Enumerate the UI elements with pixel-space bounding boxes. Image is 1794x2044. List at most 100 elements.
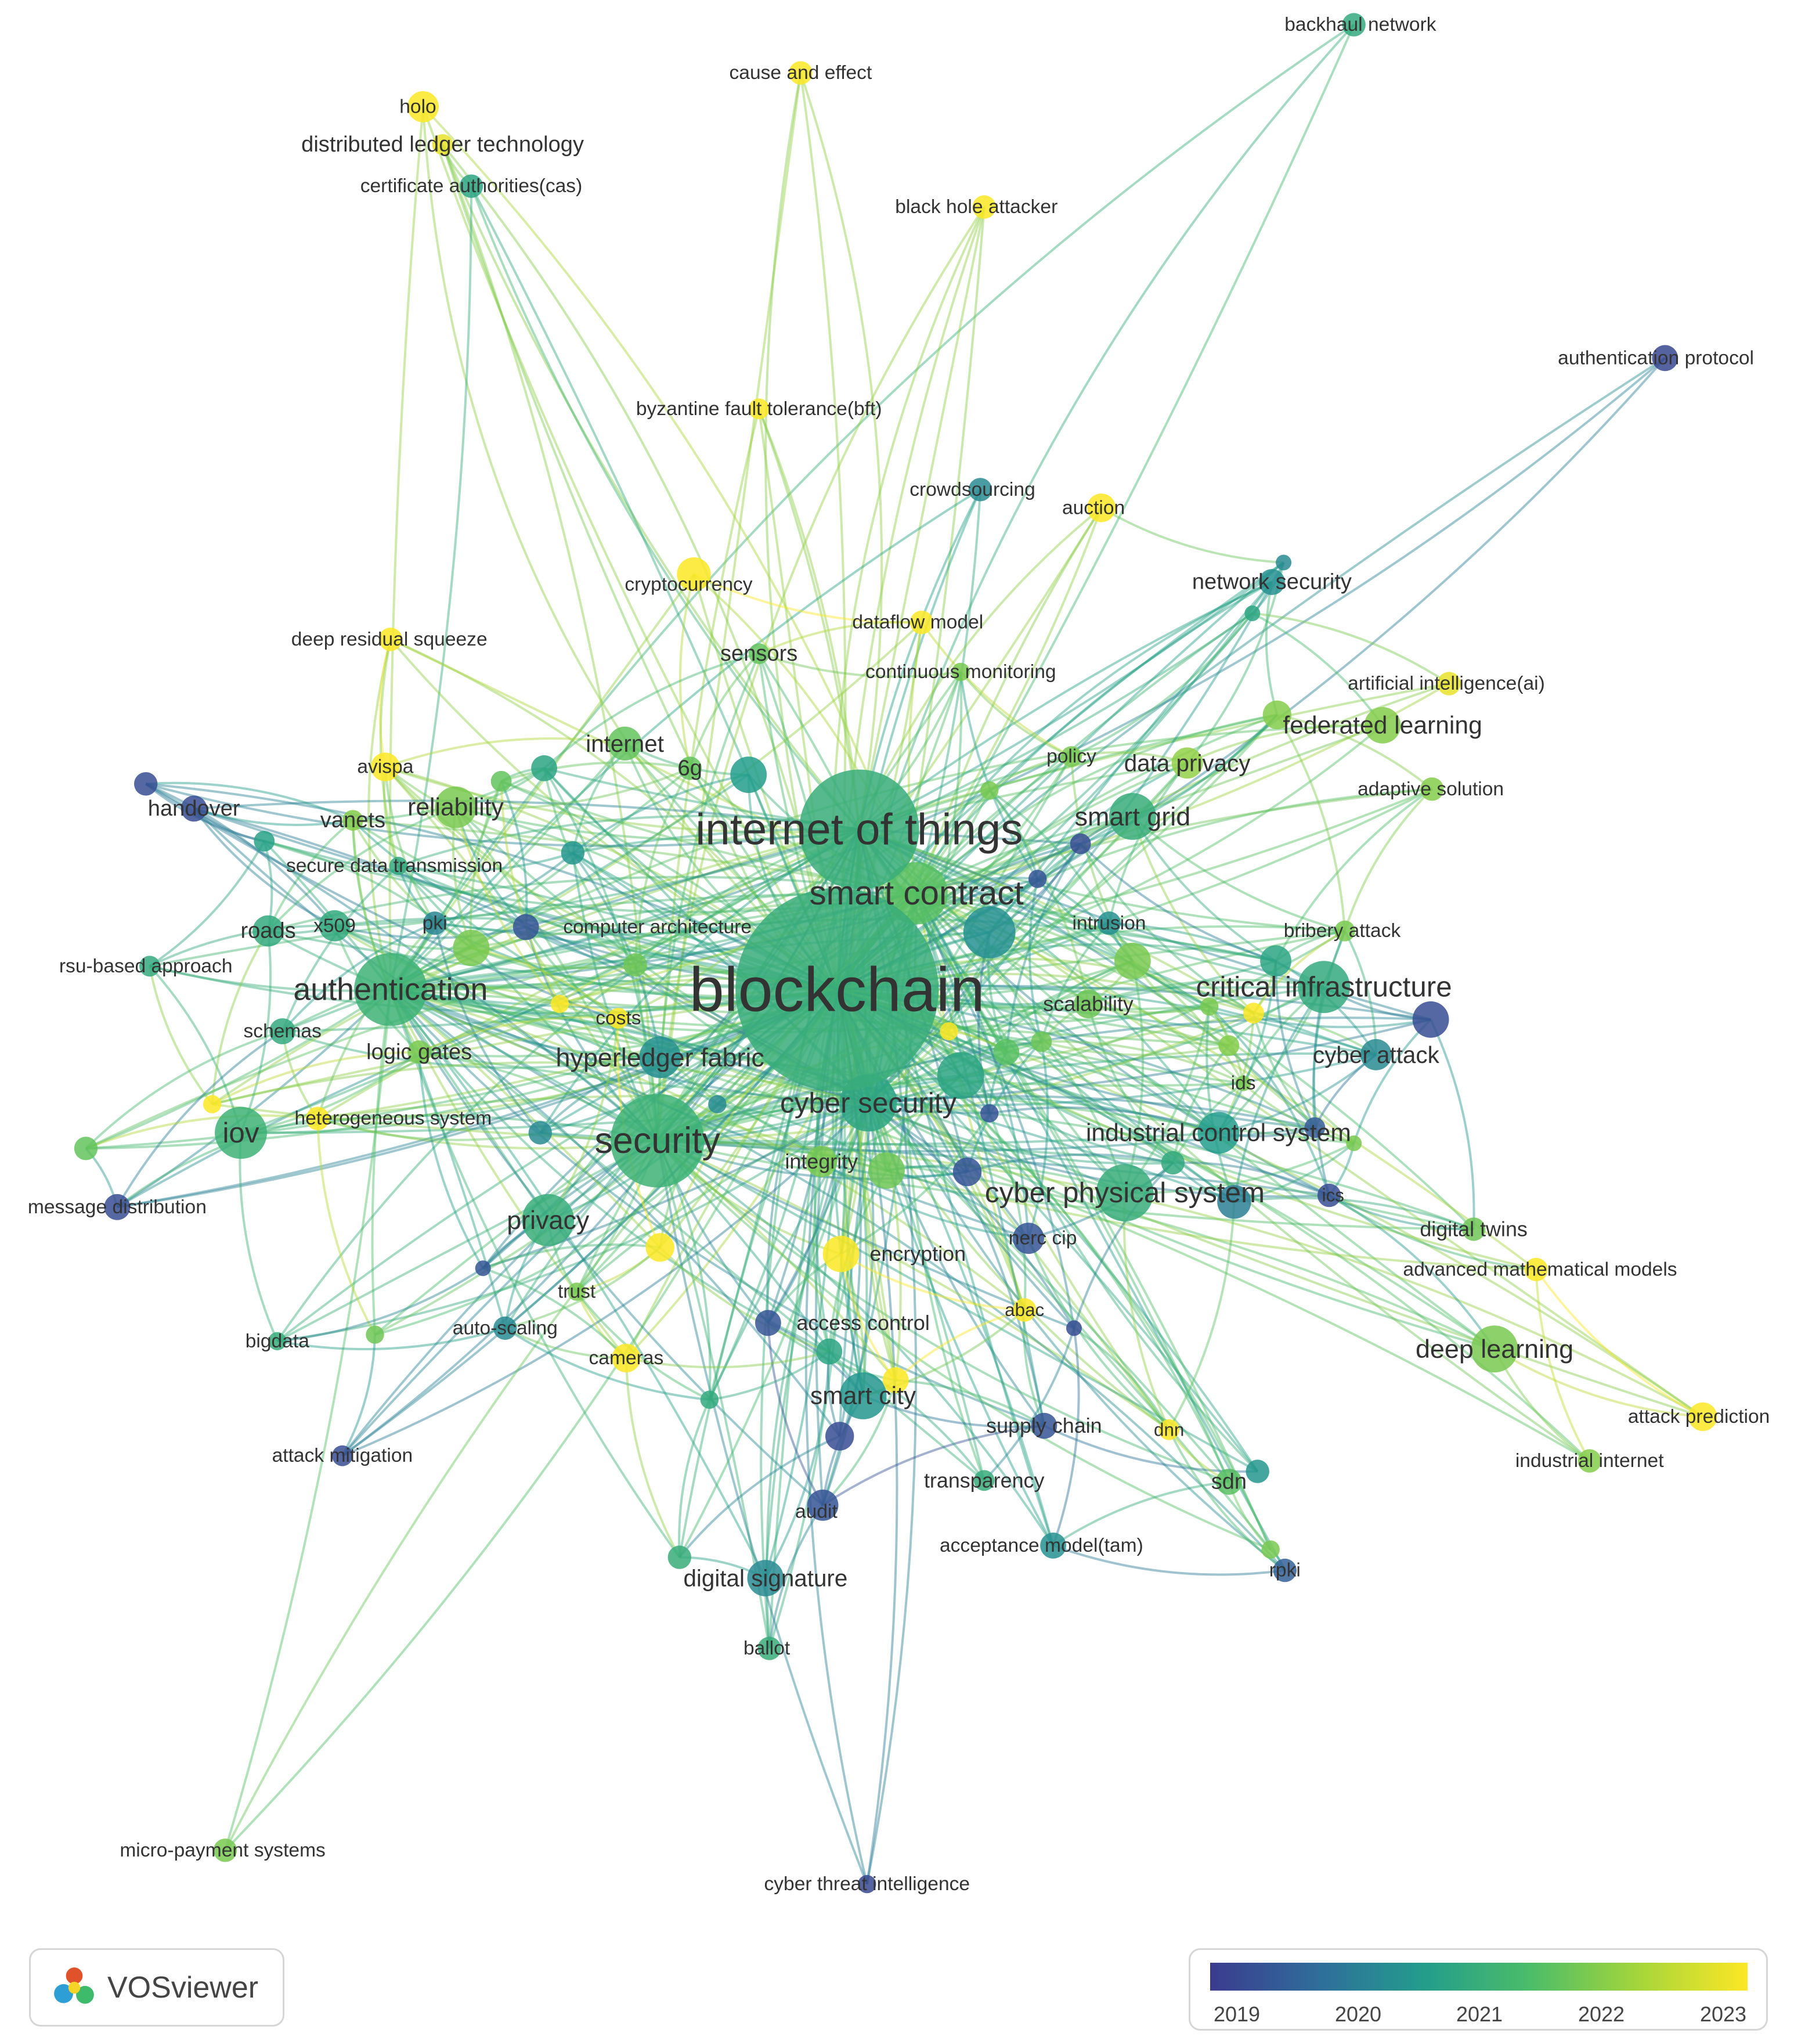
node-acceptance-model-tam[interactable] bbox=[1040, 1533, 1066, 1559]
node-data-privacy[interactable] bbox=[1171, 747, 1203, 779]
node-abac[interactable] bbox=[1013, 1298, 1037, 1322]
node-dnn[interactable] bbox=[1158, 1419, 1180, 1440]
node-federated-learning[interactable] bbox=[1364, 707, 1401, 744]
node-sdn[interactable] bbox=[1216, 1469, 1242, 1495]
node-scalability[interactable] bbox=[1074, 989, 1103, 1019]
node-adaptive-solution[interactable] bbox=[1420, 777, 1444, 801]
node-advanced-mathematical-models[interactable] bbox=[1524, 1257, 1548, 1282]
keyword-node[interactable] bbox=[1070, 833, 1091, 855]
keyword-node[interactable] bbox=[700, 1390, 719, 1409]
node-industrial-control-system[interactable] bbox=[1197, 1112, 1240, 1154]
node-schemas[interactable] bbox=[269, 1018, 296, 1044]
node-bigdata[interactable] bbox=[268, 1332, 287, 1350]
keyword-node[interactable] bbox=[1218, 1035, 1240, 1056]
node-authentication[interactable] bbox=[354, 953, 427, 1026]
node-sensors[interactable] bbox=[748, 643, 770, 664]
keyword-node[interactable] bbox=[1114, 942, 1151, 979]
keyword-node[interactable] bbox=[1031, 1031, 1052, 1052]
node-internet-of-things[interactable] bbox=[799, 769, 919, 890]
node-authentication-protocol[interactable] bbox=[1652, 345, 1679, 372]
keyword-node[interactable] bbox=[816, 1338, 843, 1365]
node-certificate-authorities-cas[interactable] bbox=[459, 174, 483, 198]
keyword-node[interactable] bbox=[1244, 605, 1261, 621]
node-byzantine-fault-tolerance-bft[interactable] bbox=[748, 398, 770, 420]
keyword-node[interactable] bbox=[561, 841, 585, 865]
node-crowdsourcing[interactable] bbox=[968, 478, 992, 502]
node-cyber-attack[interactable] bbox=[1360, 1039, 1392, 1070]
node-heterogeneous-system[interactable] bbox=[306, 1106, 330, 1130]
node-rpki[interactable] bbox=[1273, 1558, 1297, 1582]
node-bribery-attack[interactable] bbox=[1334, 920, 1355, 942]
keyword-node[interactable] bbox=[645, 1233, 674, 1262]
node-avispa[interactable] bbox=[371, 752, 400, 781]
node-continuous-monitoring[interactable] bbox=[951, 662, 970, 682]
node-message-distribution[interactable] bbox=[104, 1194, 131, 1220]
keyword-node[interactable] bbox=[937, 1052, 984, 1099]
keyword-node[interactable] bbox=[528, 1121, 552, 1145]
node-privacy[interactable] bbox=[522, 1194, 575, 1246]
node-intrusion[interactable] bbox=[1097, 911, 1121, 935]
node-internet[interactable] bbox=[608, 726, 642, 761]
node-digital-twins[interactable] bbox=[1461, 1217, 1486, 1241]
keyword-node[interactable] bbox=[550, 994, 569, 1014]
node-dataflow-model[interactable] bbox=[909, 611, 934, 635]
keyword-node[interactable] bbox=[531, 755, 557, 781]
node-distributed-ledger-technology[interactable] bbox=[432, 134, 453, 155]
keyword-node[interactable] bbox=[1346, 1135, 1362, 1151]
node-supply-chain[interactable] bbox=[1031, 1412, 1057, 1439]
node-computer-architecture[interactable] bbox=[512, 914, 539, 940]
keyword-node[interactable] bbox=[825, 1422, 854, 1451]
node-cause-and-effect[interactable] bbox=[789, 61, 813, 85]
keyword-node[interactable] bbox=[623, 953, 647, 977]
keyword-node[interactable] bbox=[1028, 870, 1047, 888]
keyword-node[interactable] bbox=[490, 770, 512, 792]
keyword-node[interactable] bbox=[1262, 700, 1292, 730]
node-industrial-internet[interactable] bbox=[1578, 1449, 1601, 1473]
keyword-node[interactable] bbox=[366, 1325, 384, 1344]
node-nerc-cip[interactable] bbox=[1013, 1223, 1044, 1254]
keyword-node[interactable] bbox=[1161, 1151, 1185, 1175]
node-smart-city[interactable] bbox=[839, 1372, 887, 1419]
node-attack-mitigation[interactable] bbox=[332, 1445, 353, 1466]
node-deep-residual-squeeze[interactable] bbox=[378, 628, 403, 651]
keyword-node[interactable] bbox=[1412, 1001, 1449, 1038]
node-holo[interactable] bbox=[407, 91, 439, 122]
keyword-node[interactable] bbox=[1261, 1540, 1280, 1559]
keyword-node[interactable] bbox=[708, 1095, 727, 1113]
node-network-security[interactable] bbox=[1259, 569, 1285, 595]
keyword-node[interactable] bbox=[475, 1260, 491, 1277]
keyword-node[interactable] bbox=[1260, 945, 1292, 977]
node-critical-infrastructure[interactable] bbox=[1298, 961, 1351, 1014]
node-policy[interactable] bbox=[1061, 746, 1082, 767]
keyword-node[interactable] bbox=[980, 1104, 999, 1123]
node-black-hole-attacker[interactable] bbox=[972, 195, 996, 219]
node-auto-scaling[interactable] bbox=[493, 1316, 517, 1340]
node-artificial-intelligence-ai[interactable] bbox=[1437, 672, 1461, 695]
node-backhaul-network[interactable] bbox=[1342, 13, 1366, 37]
keyword-node[interactable] bbox=[1246, 1459, 1269, 1483]
node-secure-data-transmission[interactable] bbox=[389, 856, 408, 875]
keyword-node[interactable] bbox=[1066, 1320, 1082, 1336]
node-encryption[interactable] bbox=[822, 1235, 860, 1272]
node-integrity[interactable] bbox=[806, 1145, 838, 1177]
keyword-node[interactable] bbox=[1200, 997, 1219, 1016]
node-x509[interactable] bbox=[319, 910, 351, 942]
node-rsu-based-approach[interactable] bbox=[139, 956, 160, 977]
node-blockchain[interactable] bbox=[735, 888, 939, 1091]
keyword-node[interactable] bbox=[1276, 554, 1292, 571]
node-6g[interactable] bbox=[678, 756, 702, 780]
keyword-node[interactable] bbox=[993, 1039, 1020, 1065]
node-ballot[interactable] bbox=[757, 1636, 781, 1660]
node-audit[interactable] bbox=[807, 1490, 839, 1521]
node-reliability[interactable] bbox=[435, 786, 477, 828]
keyword-node[interactable] bbox=[868, 1152, 905, 1189]
node-costs[interactable] bbox=[608, 1008, 629, 1029]
node-transparency[interactable] bbox=[973, 1470, 995, 1491]
keyword-node[interactable] bbox=[1304, 1117, 1326, 1138]
keyword-node[interactable] bbox=[453, 929, 490, 967]
node-smart-contract[interactable] bbox=[885, 861, 948, 925]
keyword-node[interactable] bbox=[963, 906, 1016, 958]
keyword-node[interactable] bbox=[74, 1137, 98, 1160]
node-smart-grid[interactable] bbox=[1109, 793, 1156, 840]
keyword-node[interactable] bbox=[1243, 1003, 1264, 1023]
